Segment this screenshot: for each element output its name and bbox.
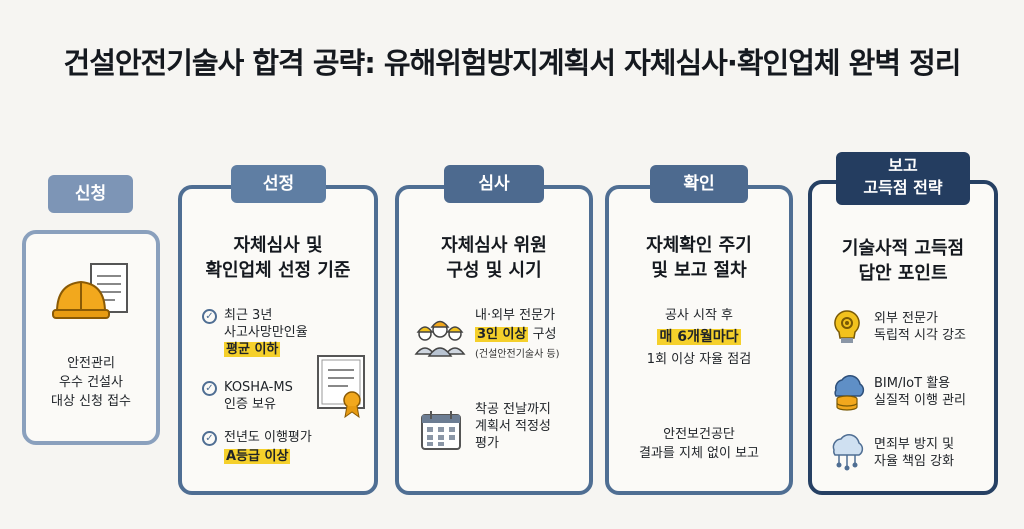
review-title-line-1: 자체심사 위원: [441, 235, 547, 256]
card-strategy: 기술사적 고득점 답안 포인트 외부 전문가 독립적 시각 강조 BIM/IoT…: [808, 180, 998, 495]
highlight-average: 평균 이하: [224, 342, 281, 357]
experts-group-icon: [411, 314, 469, 362]
strategy-item-3: 면죄부 방지 및 자율 책임 강화: [874, 437, 955, 469]
step-label-apply: 신청: [48, 175, 133, 213]
step-label-select: 선정: [231, 165, 326, 203]
step-label-review: 심사: [444, 165, 544, 203]
cloud-database-icon: [828, 372, 866, 412]
apply-line-3: 대상 신청 접수: [50, 394, 132, 409]
step-label-confirm: 확인: [650, 165, 748, 203]
review-title-line-2: 구성 및 시기: [446, 260, 542, 281]
confirm-title-line-2: 및 보고 절차: [651, 260, 747, 281]
card-apply: 안전관리 우수 건설사 대상 신청 접수: [22, 230, 160, 445]
card-confirm: 자체확인 주기 및 보고 절차 공사 시작 후 매 6개월마다 1회 이상 자율…: [605, 185, 793, 495]
step-label-strategy: 보고 고득점 전략: [836, 152, 970, 205]
page-title: 건설안전기술사 합격 공략: 유해위험방지계획서 자체심사·확인업체 완벽 정리: [63, 46, 962, 80]
highlight-six-months: 매 6개월마다: [657, 329, 741, 345]
review-item-schedule: 착공 전날까지 계획서 적정성 평가: [475, 402, 551, 451]
strategy-title-line-1: 기술사적 고득점: [841, 238, 965, 259]
strategy-item-2: BIM/IoT 활용 실질적 이행 관리: [874, 376, 966, 408]
select-title-line-1: 자체심사 및: [233, 235, 323, 256]
calendar-icon: [419, 409, 463, 453]
check-icon: ✓: [202, 309, 217, 324]
strategy-item-1: 외부 전문가 독립적 시각 강조: [874, 311, 966, 343]
apply-line-2: 우수 건설사: [59, 375, 123, 390]
card-review: 자체심사 위원 구성 및 시기 내·외부 전문가 3인 이상 구성 (건설안전기…: [395, 185, 593, 495]
certificate-icon: [314, 354, 374, 419]
check-icon: ✓: [202, 431, 217, 446]
confirm-line-1: 공사 시작 후: [664, 308, 734, 323]
confirm-bottom-line-2: 결과를 지체 없이 보고: [638, 446, 760, 461]
lightbulb-gear-icon: [830, 308, 864, 346]
highlight-three-persons: 3인 이상: [475, 327, 529, 342]
confirm-title-line-1: 자체확인 주기: [646, 235, 752, 256]
card-select: 자체심사 및 확인업체 선정 기준 ✓ 최근 3년 사고사망만인율 평균 이하 …: [178, 185, 378, 495]
strategy-title-line-2: 답안 포인트: [858, 263, 948, 284]
strategy-label-line-1: 보고: [888, 156, 918, 175]
highlight-grade-a: A등급 이상: [224, 449, 291, 464]
apply-line-1: 안전관리: [67, 356, 115, 371]
select-title-line-2: 확인업체 선정 기준: [205, 260, 351, 281]
hardhat-document-icon: [51, 262, 135, 332]
strategy-label-line-2: 고득점 전략: [863, 178, 943, 197]
cloud-network-icon: [828, 432, 866, 472]
review-item-experts: 내·외부 전문가 3인 이상 구성 (건설안전기술사 등): [475, 308, 560, 360]
check-icon: ✓: [202, 381, 217, 396]
confirm-line-3: 1회 이상 자율 점검: [646, 352, 752, 367]
confirm-bottom-line-1: 안전보건공단: [663, 427, 735, 442]
